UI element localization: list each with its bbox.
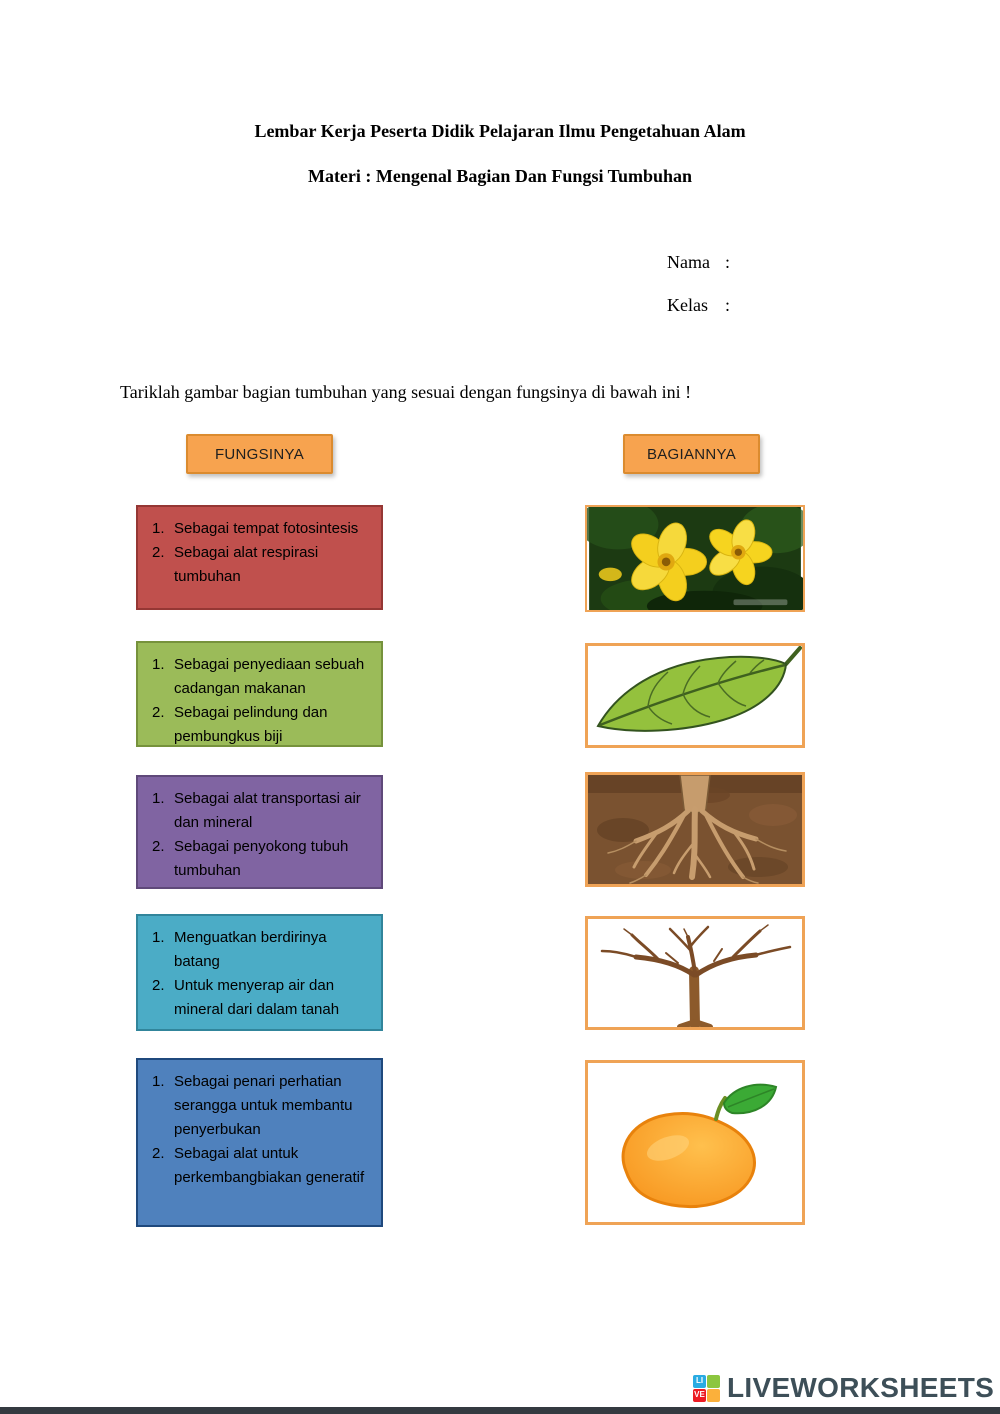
- function-box-penyerbukan[interactable]: Sebagai penari perhatian serangga untuk …: [136, 1058, 383, 1227]
- logo-cell-li: LI: [693, 1374, 706, 1388]
- function-box-menguatkan-batang[interactable]: Menguatkan berdirinya batang Untuk menye…: [136, 914, 383, 1031]
- roots-illustration: [588, 775, 802, 884]
- logo-cell-ve: VE: [693, 1388, 706, 1402]
- function-item: Sebagai alat transportasi air dan minera…: [152, 787, 361, 831]
- function-item: Sebagai penyediaan sebuah cadangan makan…: [152, 653, 365, 697]
- image-leaf[interactable]: [585, 643, 805, 748]
- tree-illustration: [588, 919, 802, 1027]
- page-subtitle: Materi : Mengenal Bagian Dan Fungsi Tumb…: [307, 166, 693, 186]
- nama-field[interactable]: Nama :: [667, 252, 730, 295]
- kelas-label: Kelas: [667, 295, 708, 315]
- image-mango[interactable]: [585, 1060, 805, 1225]
- page-title: Lembar Kerja Peserta Didik Pelajaran Ilm…: [254, 121, 746, 141]
- mango-illustration: [588, 1063, 802, 1222]
- flower-photo-illustration: [587, 507, 803, 610]
- function-item: Menguatkan berdirinya batang: [152, 926, 327, 970]
- kelas-separator: :: [725, 295, 731, 315]
- liveworksheets-wordmark: LIVEWORKSHEETS: [727, 1372, 995, 1403]
- function-item: Sebagai tempat fotosintesis: [152, 517, 359, 541]
- function-item: Sebagai penari perhatian serangga untuk …: [152, 1070, 353, 1138]
- kelas-field[interactable]: Kelas :: [667, 295, 730, 338]
- image-roots[interactable]: [585, 772, 805, 887]
- function-item: Sebagai pelindung dan pembungkus biji: [152, 701, 328, 745]
- nama-separator: :: [725, 252, 731, 272]
- photo-watermark: [733, 599, 788, 606]
- student-fields: Nama : Kelas :: [667, 252, 730, 338]
- function-item: Sebagai alat respirasi tumbuhan: [152, 541, 319, 585]
- liveworksheets-icon: LI VE: [693, 1374, 720, 1402]
- image-flower[interactable]: [585, 505, 805, 612]
- function-item: Sebagai penyokong tubuh tumbuhan: [152, 835, 349, 879]
- leaf-illustration: [596, 646, 802, 732]
- functions-column-header: FUNGSINYA: [186, 434, 333, 474]
- nama-label: Nama: [667, 252, 710, 272]
- function-box-transportasi[interactable]: Sebagai alat transportasi air dan minera…: [136, 775, 383, 889]
- image-tree[interactable]: [585, 916, 805, 1030]
- liveworksheets-logo[interactable]: LI VE LIVEWORKSHEETS: [693, 1372, 994, 1404]
- function-box-cadangan-makanan[interactable]: Sebagai penyediaan sebuah cadangan makan…: [136, 641, 383, 747]
- function-item: Sebagai alat untuk perkembangbiakan gene…: [152, 1142, 365, 1186]
- function-box-fotosintesis[interactable]: Sebagai tempat fotosintesis Sebagai alat…: [136, 505, 383, 610]
- logo-cell-green: [707, 1374, 720, 1388]
- bottom-bar: [0, 1407, 1000, 1414]
- logo-cell-yellow: [707, 1388, 720, 1402]
- function-item: Untuk menyerap air dan mineral dari dala…: [152, 974, 340, 1018]
- instruction-text: Tariklah gambar bagian tumbuhan yang ses…: [120, 382, 692, 402]
- parts-column-header: BAGIANNYA: [623, 434, 760, 474]
